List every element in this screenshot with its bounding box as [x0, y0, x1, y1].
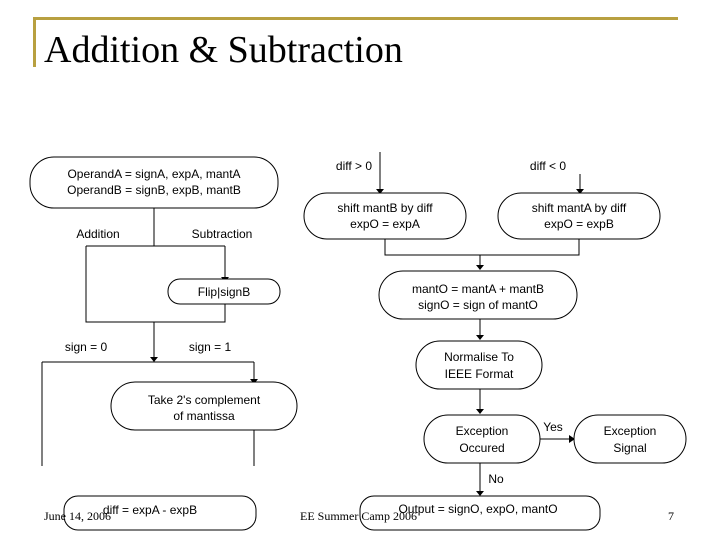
- sign-one-label: sign = 1: [189, 340, 232, 354]
- exception-line1: Exception: [456, 424, 509, 438]
- page-number: 7: [668, 509, 674, 523]
- exception-line2: Occured: [459, 441, 504, 455]
- diff-calc-text: diff = expA - expB: [103, 503, 197, 517]
- diff-calc-box: [63, 495, 257, 531]
- arrowhead: [376, 189, 384, 194]
- normalise-line2: IEEE Format: [445, 367, 514, 381]
- sign-zero-label: sign = 0: [65, 340, 108, 354]
- arrowhead: [576, 189, 584, 194]
- footer-event: EE Summer Camp 2006: [300, 509, 417, 523]
- output-box: [359, 495, 601, 531]
- branch-subtraction-label: Subtraction: [192, 227, 253, 241]
- exception-signal-box: [573, 414, 687, 464]
- shift-b-line1: shift mantB by diff: [337, 201, 433, 215]
- diff-positive-label: diff > 0: [336, 159, 372, 173]
- arrowhead: [476, 265, 484, 270]
- shift-a-box: [497, 192, 661, 240]
- sum-line1: mantO = mantA + mantB: [412, 282, 544, 296]
- title-frame-top: [33, 17, 678, 20]
- shift-b-line2: expO = expA: [350, 217, 420, 231]
- flip-sign-text: Flip|signB: [198, 285, 250, 299]
- footer-date: June 14, 2006: [44, 509, 111, 523]
- shift-b-box: [303, 192, 467, 240]
- title-frame-left: [33, 17, 36, 67]
- sum-line2: signO = sign of mantO: [418, 298, 538, 312]
- operand-b-text: OperandB = signB, expB, mantB: [67, 183, 241, 197]
- twos-complement-line2: of mantissa: [173, 409, 235, 423]
- arrowhead: [569, 435, 575, 443]
- arrowhead: [476, 491, 484, 496]
- connector-addition-path: [85, 246, 154, 323]
- branch-addition-label: Addition: [76, 227, 119, 241]
- twos-complement-box: [110, 381, 298, 431]
- exception-signal-line2: Signal: [613, 441, 646, 455]
- connector-flip-merge: [153, 304, 226, 358]
- diff-negative-label: diff < 0: [530, 159, 566, 173]
- connector-shift-merge: [384, 239, 580, 256]
- yes-label: Yes: [543, 420, 563, 434]
- no-label: No: [488, 472, 504, 486]
- slide-title: Addition & Subtraction: [44, 29, 403, 71]
- exception-box: [423, 414, 541, 464]
- sum-box: [378, 270, 578, 320]
- normalise-line1: Normalise To: [444, 350, 514, 364]
- shift-a-line2: expO = expB: [544, 217, 614, 231]
- twos-complement-line1: Take 2's complement: [148, 393, 261, 407]
- arrowhead: [150, 357, 158, 362]
- shift-a-line1: shift mantA by diff: [532, 201, 627, 215]
- arrowhead: [476, 409, 484, 414]
- arrowhead: [476, 335, 484, 340]
- output-text: Output = signO, expO, mantO: [398, 502, 557, 516]
- flip-sign-box: [167, 278, 281, 305]
- exception-signal-line1: Exception: [604, 424, 657, 438]
- normalise-box: [415, 340, 543, 390]
- operand-a-text: OperandA = signA, expA, mantA: [67, 167, 240, 181]
